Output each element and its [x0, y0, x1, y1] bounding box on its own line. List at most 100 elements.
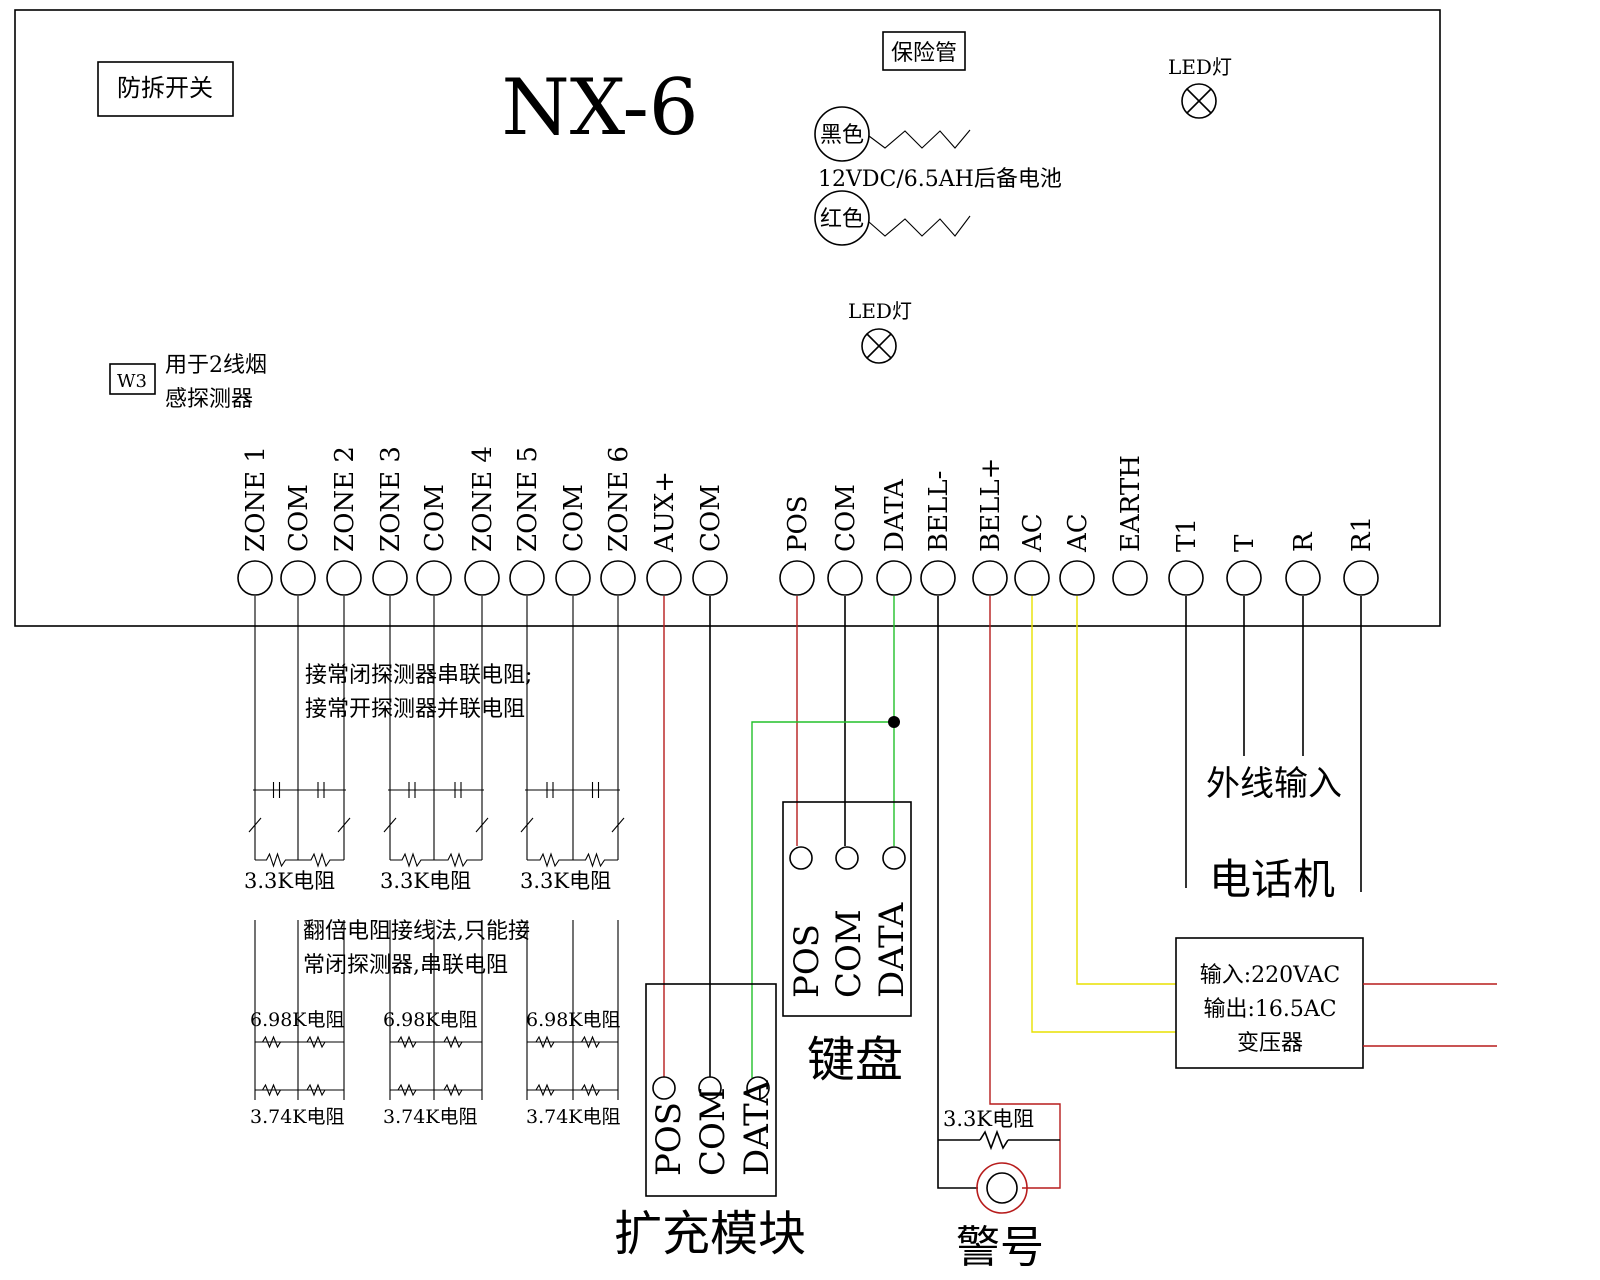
- terminal-label-t1-19: T1: [1172, 518, 1202, 552]
- terminal-label-bell-14: BELL-: [924, 471, 954, 552]
- terminal-zone-2-2: [326, 560, 362, 596]
- terminal-label-zone-3-3: ZONE 3: [376, 446, 406, 552]
- zone-resistor-lower-2-1-0: [535, 1083, 555, 1097]
- res-33-label-2: 3.3K电阻: [380, 869, 471, 893]
- note-double-1: 翻倍电阻接线法,只能接: [303, 919, 530, 944]
- terminal-label-earth-18: EARTH: [1116, 455, 1146, 552]
- zone-resistor-upper-1-0: [390, 852, 434, 868]
- zone-wiring: [248, 596, 625, 1100]
- keypad-pin-com-label: COM: [829, 909, 869, 998]
- data-wire-expansion: [751, 721, 894, 1078]
- ac2-wire: [1076, 596, 1176, 985]
- jumper-note-line2: 感探测器: [165, 387, 253, 412]
- terminal-label-zone-6-8: ZONE 6: [604, 446, 634, 552]
- bell-minus-wire: [937, 596, 978, 1189]
- siren-icon: [986, 1172, 1018, 1204]
- res-33-label-3: 3.3K电阻: [520, 869, 611, 893]
- expansion-pin-com: [698, 1076, 722, 1100]
- note-double-2: 常闭探测器,串联电阻: [303, 953, 508, 978]
- terminal-r1-22: [1343, 560, 1379, 596]
- terminal-t-20: [1226, 560, 1262, 596]
- keypad-pin-data-label: DATA: [872, 902, 912, 998]
- zone-resistor-upper-2-1: [573, 852, 618, 868]
- terminal-bell-15: [972, 560, 1008, 596]
- terminal-t1-19: [1168, 560, 1204, 596]
- jumper-w3-label: W3: [117, 371, 147, 392]
- res-698-label-2: 6.98K电阻: [383, 1009, 478, 1031]
- keypad-pin-com: [835, 846, 859, 870]
- terminal-com-10: [692, 560, 728, 596]
- model-title: NX-6: [502, 63, 699, 153]
- ac1-wire: [1031, 596, 1176, 1033]
- terminal-bell-14: [920, 560, 956, 596]
- terminal-zone-3-3: [372, 560, 408, 596]
- zone-switch-0-0: [248, 817, 262, 833]
- jumper-w3-box: [109, 363, 156, 395]
- terminal-label-com-12: COM: [831, 484, 861, 552]
- expansion-module-box: [645, 983, 777, 1197]
- zone-resistor-upper-0-1: [298, 852, 344, 868]
- note-nc-series: 接常闭探测器串联电阻;: [305, 663, 532, 688]
- terminal-com-4: [416, 560, 452, 596]
- expansion-pin-com-label: COM: [693, 1087, 733, 1176]
- zone-switch-2-1: [611, 817, 625, 833]
- transformer-box: [1175, 937, 1364, 1069]
- led-top-label: LED灯: [1168, 55, 1232, 79]
- battery-label: 12VDC/6.5AH后备电池: [818, 167, 1062, 192]
- res-698-label-1: 6.98K电阻: [250, 1009, 345, 1031]
- keypad-pin-data: [882, 846, 906, 870]
- bell-resistor-label: 3.3K电阻: [943, 1107, 1034, 1131]
- terminal-label-pos-11: POS: [783, 495, 813, 552]
- terminal-aux-9: [646, 560, 682, 596]
- terminal-earth-18: [1112, 560, 1148, 596]
- terminal-label-com-10: COM: [696, 484, 726, 552]
- res-698-label-3: 6.98K电阻: [526, 1009, 621, 1031]
- battery-red-lead: [868, 215, 971, 237]
- terminal-zone-6-8: [600, 560, 636, 596]
- terminal-label-zone-2-2: ZONE 2: [330, 446, 360, 552]
- zone-resistor-lower-2-0-0: [535, 1035, 555, 1049]
- terminal-label-com-1: COM: [284, 484, 314, 552]
- keypad-pin-pos: [789, 846, 813, 870]
- terminal-zone-5-6: [509, 560, 545, 596]
- terminal-com-7: [555, 560, 591, 596]
- terminal-zone-4-5: [464, 560, 500, 596]
- zone-resistor-lower-2-0-1: [581, 1035, 600, 1049]
- zone-resistor-lower-1-0-0: [397, 1035, 417, 1049]
- zone-resistor-lower-2-1-1: [581, 1083, 600, 1097]
- battery-black-label: 黑色: [820, 123, 864, 148]
- terminal-pos-11: [779, 560, 815, 596]
- zone-resistor-upper-0-0: [255, 852, 298, 868]
- res-374-label-1: 3.74K电阻: [250, 1106, 345, 1128]
- zone-resistor-lower-0-0-1: [306, 1035, 326, 1049]
- terminal-label-com-4: COM: [420, 484, 450, 552]
- terminal-label-zone-5-6: ZONE 5: [513, 446, 543, 552]
- bell-plus-wire: [989, 596, 1061, 1189]
- terminal-label-aux-9: AUX+: [650, 471, 680, 553]
- keypad-pin-pos-label: POS: [787, 924, 827, 998]
- zone-resistor-lower-0-1-1: [306, 1083, 326, 1097]
- bell-resistor: [979, 1129, 1009, 1151]
- led-top-icon: [1181, 83, 1217, 119]
- terminal-r-21: [1285, 560, 1321, 596]
- keypad-title: 键盘: [807, 1032, 903, 1088]
- expansion-pin-pos-label: POS: [649, 1102, 689, 1176]
- battery-black-lead: [868, 129, 971, 149]
- terminal-com-1: [280, 560, 316, 596]
- jumper-note-line1: 用于2线烟: [165, 353, 267, 378]
- led-mid-icon: [861, 328, 897, 364]
- terminal-label-data-13: DATA: [880, 478, 910, 552]
- terminal-ac-17: [1059, 560, 1095, 596]
- zone-switch-1-1: [475, 817, 489, 833]
- control-panel-board: [14, 9, 1441, 627]
- terminal-com-12: [827, 560, 863, 596]
- terminal-label-ac-16: AC: [1018, 513, 1048, 553]
- zone-resistor-lower-1-1-0: [397, 1083, 417, 1097]
- terminal-label-r-21: R: [1289, 531, 1319, 552]
- fuse-label: 保险管: [891, 41, 957, 66]
- tamper-switch-label: 防拆开关: [117, 74, 213, 102]
- zone-resistor-lower-0-1-0: [262, 1083, 281, 1097]
- terminal-data-13: [876, 560, 912, 596]
- terminal-label-com-7: COM: [559, 484, 589, 552]
- res-33-label-1: 3.3K电阻: [244, 869, 335, 893]
